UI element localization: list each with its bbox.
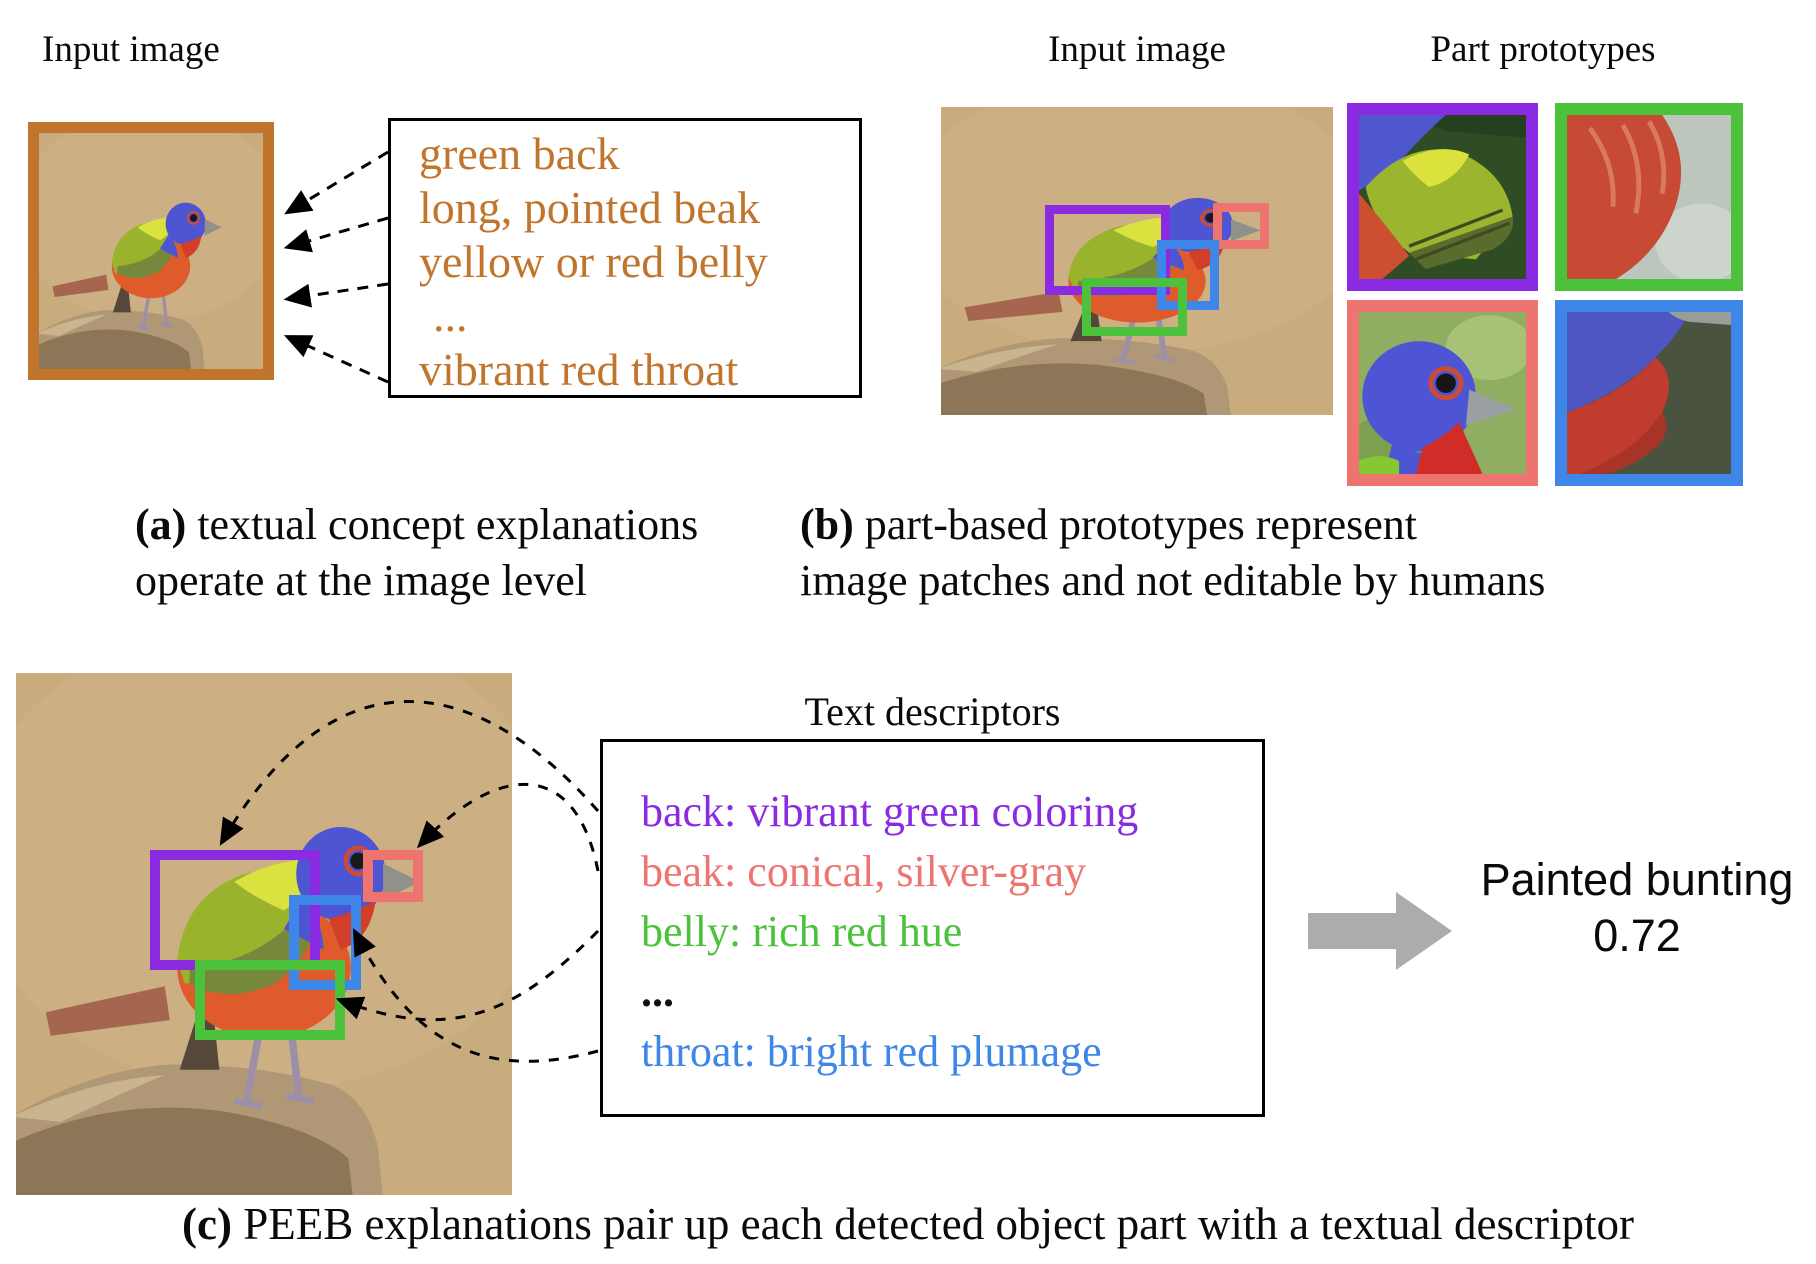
- caption-c-text: PEEB explanations pair up each detected …: [243, 1199, 1634, 1249]
- head-patch-image: [1359, 312, 1526, 474]
- caption-c: (c) PEEB explanations pair up each detec…: [0, 1196, 1816, 1252]
- descriptor-belly: belly: rich red hue: [641, 907, 963, 956]
- panel-a-concept-box: green back long, pointed beak yellow or …: [388, 118, 862, 398]
- concept-pointed-beak: long, pointed beak: [419, 182, 761, 233]
- arrow-yellow-red-belly: [283, 282, 389, 308]
- prediction-class: Painted bunting: [1480, 854, 1794, 905]
- caption-b-tag: (b): [800, 500, 854, 549]
- throat-patch-image: [1567, 312, 1731, 474]
- concept-ellipsis: ...: [433, 290, 468, 341]
- belly-box: [1082, 278, 1187, 336]
- caption-a-line2: operate at the image level: [135, 556, 587, 605]
- text-descriptors-box: back: vibrant green coloring beak: conic…: [600, 739, 1265, 1117]
- bird-photo: [39, 133, 263, 369]
- arrow-pointed-beak: [283, 216, 389, 253]
- concept-green-back: green back: [419, 128, 620, 179]
- caption-c-tag: (c): [182, 1199, 232, 1249]
- descriptor-beak: beak: conical, silver-gray: [641, 847, 1087, 896]
- caption-b-line1: part-based prototypes represent: [864, 500, 1418, 549]
- beak-box: [1213, 203, 1269, 249]
- caption-a-tag: (a): [135, 500, 187, 549]
- belly-box: [195, 960, 345, 1040]
- panel-b-part-prototypes-label: Part prototypes: [1430, 29, 1656, 70]
- caption-b: (b) part-based prototypes represent imag…: [800, 497, 1545, 609]
- prediction-result: Painted bunting 0.72: [1458, 852, 1816, 964]
- prototype-tile-belly: [1555, 103, 1743, 291]
- panel-a-input-image: [28, 122, 274, 380]
- panel-b-input-image: [941, 107, 1333, 415]
- arrow-green-back: [284, 150, 389, 215]
- descriptor-throat: throat: bright red plumage: [641, 1027, 1102, 1076]
- belly-patch-image: [1567, 115, 1731, 279]
- result-arrow-icon: [1308, 892, 1452, 970]
- panel-a-input-image-label: Input image: [42, 29, 220, 70]
- panel-c-input-image: [16, 673, 512, 1195]
- caption-a-line1: textual concept explanations: [197, 500, 699, 549]
- back-patch-image: [1359, 115, 1526, 279]
- descriptor-back: back: vibrant green coloring: [641, 787, 1139, 836]
- prototype-tile-throat: [1555, 300, 1743, 486]
- panel-b-input-image-label: Input image: [1048, 29, 1226, 70]
- beak-box: [363, 850, 423, 902]
- prototype-tile-head: [1347, 300, 1538, 486]
- arrow-red-throat: [283, 335, 389, 384]
- throat-box: [1157, 240, 1219, 310]
- descriptor-ellipsis: ...: [641, 967, 674, 1016]
- caption-a: (a) textual concept explanations operate…: [135, 497, 698, 609]
- concept-yellow-red-belly: yellow or red belly: [419, 236, 768, 287]
- prediction-score: 0.72: [1593, 910, 1681, 961]
- concept-red-throat: vibrant red throat: [419, 344, 739, 395]
- caption-b-line2: image patches and not editable by humans: [800, 556, 1546, 605]
- text-descriptors-label: Text descriptors: [804, 689, 1061, 734]
- prototype-tile-back: [1347, 103, 1538, 291]
